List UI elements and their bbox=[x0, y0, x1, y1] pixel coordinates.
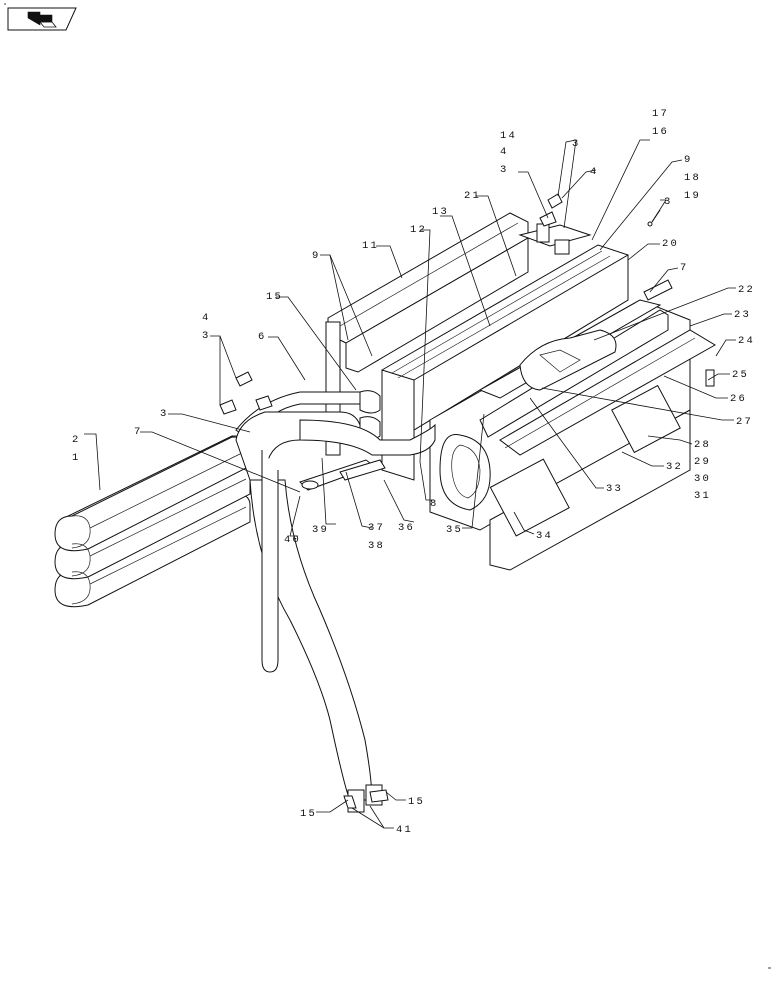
callout-3-top: 3 bbox=[500, 164, 509, 176]
callout-7-left: 7 bbox=[134, 426, 143, 438]
back-arrow-icon[interactable] bbox=[7, 7, 77, 31]
callout-40: 40 bbox=[284, 534, 301, 546]
clamps-and-brackets bbox=[219, 193, 715, 491]
callout-15-bottom-right: 15 bbox=[408, 796, 425, 808]
callout-17: 17 bbox=[652, 108, 669, 120]
callout-labels: 2 1 7 3 4 3 6 15 9 11 12 13 21 14 4 3 3 … bbox=[72, 108, 755, 836]
callout-1: 1 bbox=[72, 452, 81, 464]
callout-20: 20 bbox=[662, 238, 679, 250]
callout-33: 33 bbox=[606, 483, 623, 495]
callout-15-top: 15 bbox=[266, 291, 283, 303]
callout-9-right: 9 bbox=[684, 154, 693, 166]
callout-30: 30 bbox=[694, 473, 711, 485]
callout-28: 28 bbox=[694, 439, 711, 451]
callout-7-right: 7 bbox=[680, 262, 689, 274]
callout-31: 31 bbox=[694, 490, 711, 502]
callout-36: 36 bbox=[398, 522, 415, 534]
callout-18: 18 bbox=[684, 172, 701, 184]
left-coil-stack bbox=[54, 435, 251, 608]
callout-35: 35 bbox=[446, 524, 463, 536]
callout-6: 6 bbox=[258, 331, 267, 343]
callout-12: 12 bbox=[410, 224, 427, 236]
callout-38: 38 bbox=[368, 540, 385, 552]
callout-4-left: 4 bbox=[202, 312, 211, 324]
hose-assembly bbox=[235, 390, 436, 813]
callout-4-top-right: 4 bbox=[590, 166, 599, 178]
callout-13: 13 bbox=[432, 206, 449, 218]
callout-16: 16 bbox=[652, 126, 669, 138]
callout-26: 26 bbox=[730, 393, 747, 405]
callout-22: 22 bbox=[738, 284, 755, 296]
callout-27: 27 bbox=[736, 416, 753, 428]
callout-24: 24 bbox=[738, 335, 755, 347]
callout-2: 2 bbox=[72, 434, 81, 446]
callout-21: 21 bbox=[464, 190, 481, 202]
callout-11: 11 bbox=[362, 240, 379, 252]
leader-lines bbox=[84, 139, 736, 829]
callout-29: 29 bbox=[694, 456, 711, 468]
callout-19: 19 bbox=[684, 190, 701, 202]
callout-9-left: 9 bbox=[312, 250, 321, 262]
callout-3-screw: 3 bbox=[664, 196, 673, 208]
callout-23: 23 bbox=[734, 309, 751, 321]
callout-25: 25 bbox=[732, 369, 749, 381]
blower-housing bbox=[429, 299, 716, 571]
callout-14: 14 bbox=[500, 130, 517, 142]
callout-37: 37 bbox=[368, 522, 385, 534]
callout-34: 34 bbox=[536, 530, 553, 542]
callout-8: 8 bbox=[430, 498, 439, 510]
callout-3-left: 3 bbox=[160, 408, 169, 420]
callout-4-top: 4 bbox=[500, 146, 509, 158]
callout-41: 41 bbox=[396, 824, 413, 836]
callout-39: 39 bbox=[312, 524, 329, 536]
callout-3-clamp: 3 bbox=[202, 330, 211, 342]
callout-3-top-right: 3 bbox=[572, 138, 581, 150]
callout-15-bottom-left: 15 bbox=[300, 808, 317, 820]
callout-32: 32 bbox=[666, 461, 683, 473]
